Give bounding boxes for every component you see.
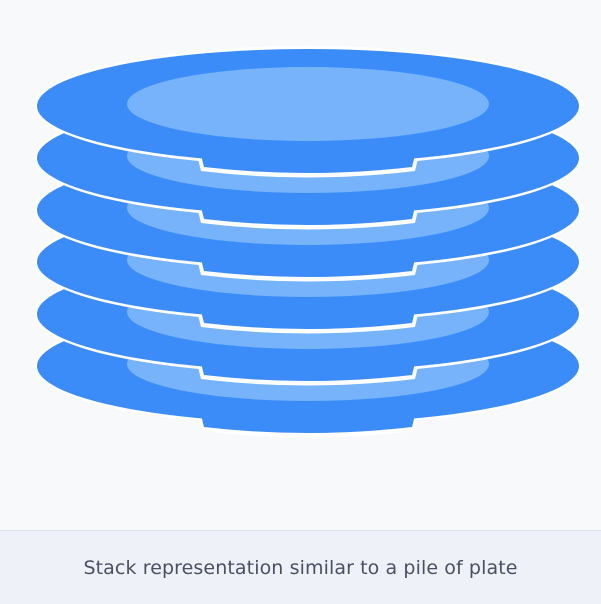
plate-foot-fill: [200, 411, 416, 433]
plate-foot-fill: [200, 151, 416, 173]
plate-foot-fill: [200, 255, 416, 277]
plate-stack-illustration: [34, 46, 582, 438]
caption-bar: Stack representation similar to a pile o…: [0, 530, 601, 604]
figure-caption: Stack representation similar to a pile o…: [83, 556, 518, 579]
plate-foot-fill: [200, 203, 416, 225]
plate: [34, 46, 582, 178]
plate-foot-fill: [200, 307, 416, 329]
plate-well: [127, 67, 489, 141]
plate-foot-fill: [200, 359, 416, 381]
plate-stack: [34, 46, 582, 438]
